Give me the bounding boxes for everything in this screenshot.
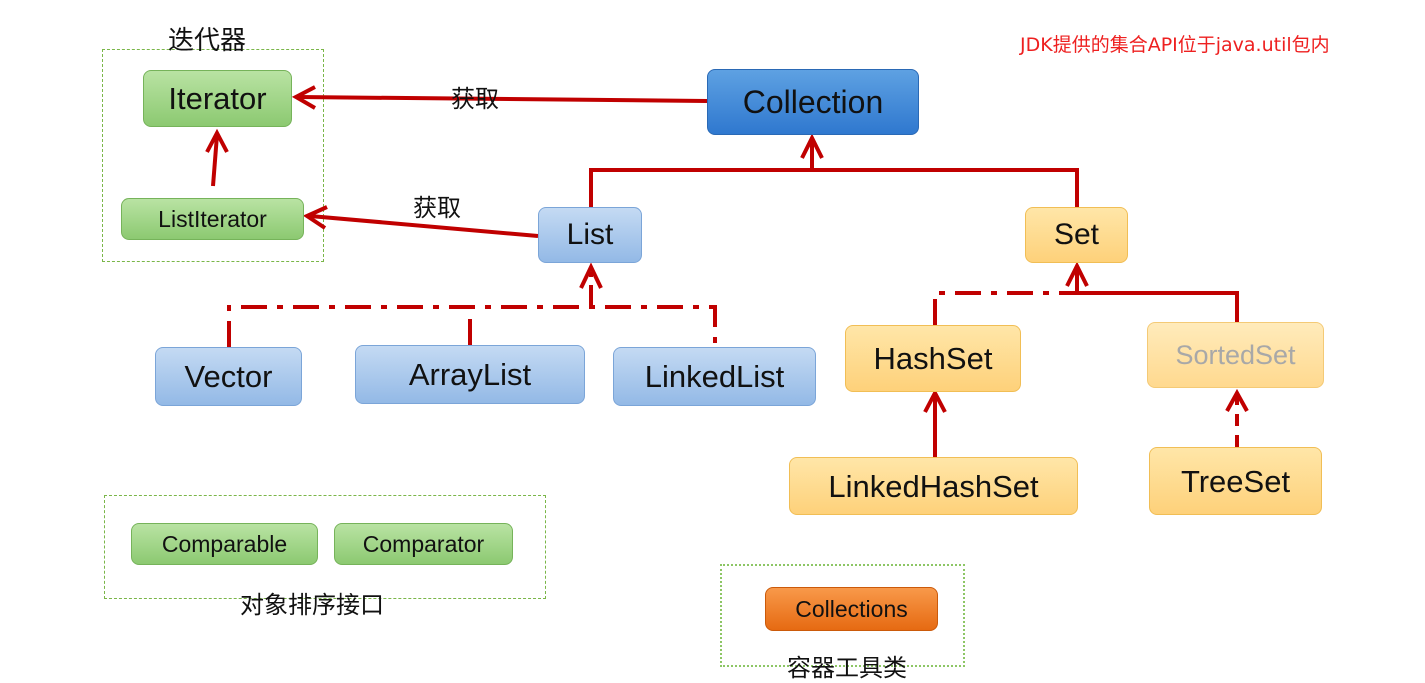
arrowhead-listiterator: [302, 205, 328, 230]
arrowhead-sortedset: [1225, 388, 1249, 412]
arrowhead-collection: [800, 133, 824, 159]
comparator-node: Comparator: [334, 523, 513, 565]
comparable-node: Comparable: [131, 523, 318, 565]
vector-node: Vector: [155, 347, 302, 406]
package-note: JDK提供的集合API位于java.util包内: [1020, 34, 1330, 56]
edge-label-get-iterator: 获取: [451, 85, 499, 113]
utilities-group-label: 容器工具类: [787, 654, 907, 682]
iterator-group-frame: [102, 49, 324, 262]
set-node: Set: [1025, 207, 1128, 263]
sorting-group-frame: [104, 495, 546, 599]
arrowhead-iterator: [291, 85, 317, 110]
edge-list-listiterator: [309, 214, 539, 238]
arrowhead-hashset: [923, 388, 947, 413]
edge-collection-iterator: [298, 95, 708, 103]
iterator-node: Iterator: [143, 70, 292, 127]
utilities-group-frame: [720, 564, 965, 667]
edge-label-get-listiterator: 获取: [413, 194, 461, 222]
arrowhead-set: [1065, 261, 1089, 287]
hashset-node: HashSet: [845, 325, 1021, 392]
collections-node: Collections: [765, 587, 938, 631]
edge-hashset-set: [933, 291, 1077, 325]
list-node: List: [538, 207, 642, 263]
collection-node: Collection: [707, 69, 919, 135]
sorting-group-label: 对象排序接口: [240, 591, 384, 619]
sortedset-node: SortedSet: [1147, 322, 1324, 388]
linkedlist-node: LinkedList: [613, 347, 816, 406]
edge-list-set-collection: [589, 168, 1079, 207]
listiterator-node: ListIterator: [121, 198, 304, 240]
connector-paths: [205, 85, 1249, 457]
arraylist-node: ArrayList: [355, 345, 585, 404]
edge-sortedset-set: [1077, 291, 1239, 322]
arrowhead-list: [579, 262, 603, 289]
edge-listiterator-iterator: [211, 134, 219, 187]
treeset-node: TreeSet: [1149, 447, 1322, 515]
linkedhashset-node: LinkedHashSet: [789, 457, 1078, 515]
arrowhead-iterator-bottom: [205, 128, 229, 153]
iterator-group-label: 迭代器: [168, 26, 247, 56]
